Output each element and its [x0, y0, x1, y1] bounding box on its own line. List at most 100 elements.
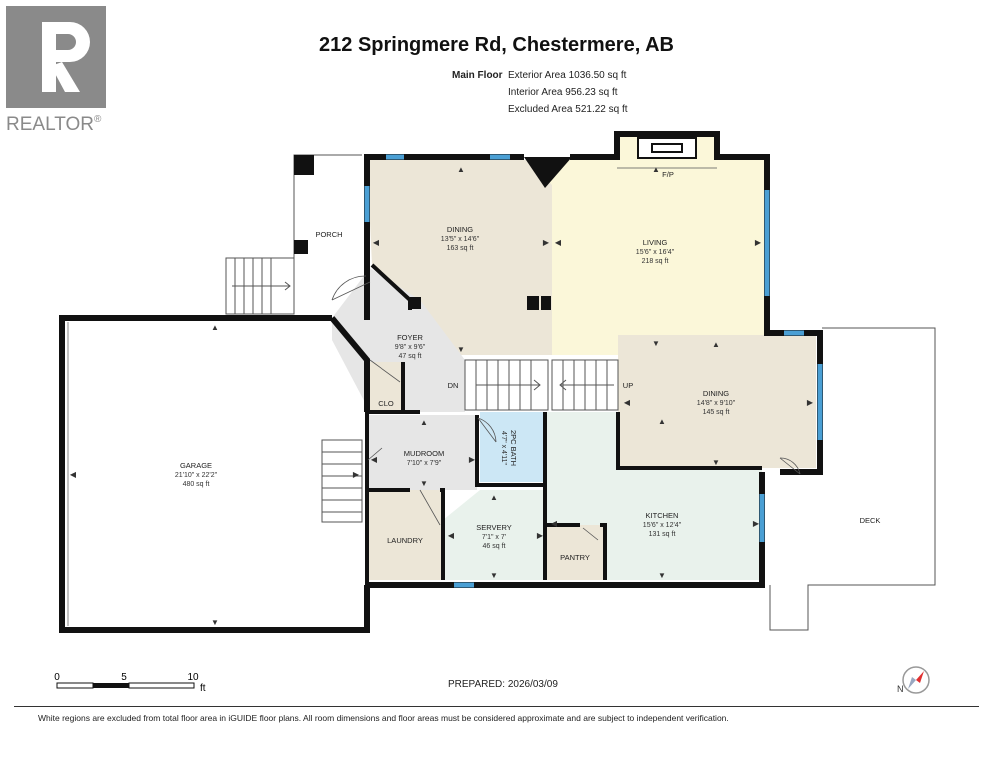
door-swings [331, 275, 801, 541]
svg-text:▶: ▶ [753, 519, 760, 528]
svg-text:◀: ◀ [555, 238, 562, 247]
excluded-area: Excluded Area 521.22 sq ft [508, 104, 628, 115]
pantry-label: PANTRY [560, 553, 590, 562]
svg-text:47 sq ft: 47 sq ft [399, 353, 422, 360]
svg-text:MUDROOM: MUDROOM [404, 449, 444, 458]
realtor-r-mark: REALTOR® [6, 6, 106, 135]
svg-text:▼: ▼ [211, 618, 219, 627]
porch-post [294, 155, 314, 175]
svg-text:15'6" x 12'4": 15'6" x 12'4" [643, 522, 682, 529]
closet-label: CLO [378, 399, 394, 408]
deck-outline [769, 327, 936, 631]
scale-unit: ft [200, 683, 206, 694]
deck-label: DECK [860, 516, 881, 525]
svg-text:SERVERY: SERVERY [476, 523, 512, 532]
svg-text:▼: ▼ [658, 571, 666, 580]
svg-text:▲: ▲ [457, 165, 465, 174]
room-living: LIVING 15'6" x 16'4" 218 sq ft [636, 238, 675, 265]
svg-text:4'7" x 4'11": 4'7" x 4'11" [500, 431, 507, 465]
svg-text:DINING: DINING [447, 225, 473, 234]
svg-text:7'10" x 7'9": 7'10" x 7'9" [407, 460, 442, 467]
svg-text:▼: ▼ [712, 458, 720, 467]
dining-east-fill [618, 335, 816, 468]
porch-post-2 [294, 240, 308, 254]
closet-fill [370, 362, 403, 412]
svg-text:FOYER: FOYER [397, 333, 423, 342]
stairs-down [464, 359, 549, 411]
svg-text:46 sq ft: 46 sq ft [483, 543, 506, 550]
column-3 [410, 297, 421, 309]
windows [364, 154, 823, 588]
svg-text:15'6" x 16'4": 15'6" x 16'4" [636, 249, 675, 256]
compass-north-label: N [897, 684, 904, 694]
svg-text:▲: ▲ [211, 323, 219, 332]
stairs-up-label: UP [623, 381, 633, 390]
svg-text:◀: ◀ [624, 398, 631, 407]
page-title: 212 Springmere Rd, Chestermere, AB [319, 34, 674, 56]
svg-text:▲: ▲ [490, 493, 498, 502]
porch-label: PORCH [315, 230, 342, 239]
svg-text:◀: ◀ [70, 470, 77, 479]
svg-text:◀: ◀ [373, 238, 380, 247]
svg-text:▲: ▲ [658, 417, 666, 426]
svg-text:DINING: DINING [703, 389, 729, 398]
svg-text:◀: ◀ [371, 455, 378, 464]
svg-text:▲: ▲ [712, 340, 720, 349]
scale-tick-5: 5 [121, 672, 127, 683]
fireplace [617, 137, 717, 169]
svg-text:▶: ▶ [537, 531, 544, 540]
svg-text:▼: ▼ [457, 345, 465, 354]
compass-icon: N [897, 666, 930, 694]
svg-text:▲: ▲ [652, 165, 660, 174]
garage-stairs [321, 439, 363, 523]
svg-text:▶: ▶ [353, 470, 360, 479]
svg-text:13'5" x 14'6": 13'5" x 14'6" [441, 236, 480, 243]
room-dining-east: DINING 14'8" x 9'10" 145 sq ft [697, 389, 736, 416]
laundry-fill [367, 490, 443, 580]
footer-divider [14, 706, 979, 707]
room-foyer: FOYER 9'8" x 9'6" 47 sq ft [395, 333, 426, 360]
svg-text:▲: ▲ [420, 418, 428, 427]
svg-text:▼: ▼ [420, 479, 428, 488]
stairs-up [551, 359, 619, 411]
svg-text:9'8" x 9'6": 9'8" x 9'6" [395, 344, 426, 351]
svg-text:21'10" x 22'2": 21'10" x 22'2" [175, 472, 218, 479]
exterior-area: Exterior Area 1036.50 sq ft [508, 70, 627, 81]
scale-tick-10: 10 [187, 672, 199, 683]
room-dining-main: DINING 13'5" x 14'6" 163 sq ft [441, 225, 480, 252]
bath-fill [480, 412, 543, 482]
room-bath: 2PC BATH 4'7" x 4'11" [500, 430, 518, 466]
svg-text:131 sq ft: 131 sq ft [649, 531, 676, 538]
scale-tick-0: 0 [54, 672, 60, 683]
svg-text:◀: ◀ [448, 531, 455, 540]
scale-bar: 0 5 10 ft [54, 672, 206, 694]
svg-text:REALTOR®: REALTOR® [6, 114, 102, 135]
pantry-fill [545, 525, 605, 580]
column-2 [541, 296, 551, 310]
svg-text:▶: ▶ [469, 455, 476, 464]
room-servery: SERVERY 7'1" x 7' 46 sq ft [476, 523, 512, 550]
svg-text:▶: ▶ [807, 398, 814, 407]
svg-text:145 sq ft: 145 sq ft [703, 409, 730, 416]
living-fill [530, 134, 765, 355]
servery-fill [443, 490, 545, 580]
svg-text:480 sq ft: 480 sq ft [183, 481, 210, 488]
svg-text:218 sq ft: 218 sq ft [642, 258, 669, 265]
room-garage: GARAGE 21'10" x 22'2" 480 sq ft [175, 461, 218, 488]
column-1 [527, 296, 539, 310]
disclaimer-text: White regions are excluded from total fl… [38, 713, 729, 723]
dimension-arrows: ▲▼ ◀▶ ▲▼ ◀▶ ▲▼ ◀▶ ▲▼ ◀▶ ▲▼ ◀▶ ▲▼ ◀▶ ▲▼ ◀… [70, 165, 814, 627]
room-kitchen: KITCHEN 15'6" x 12'4" 131 sq ft [643, 511, 682, 538]
floor-label: Main Floor [452, 70, 503, 81]
laundry-label: LAUNDRY [387, 536, 423, 545]
svg-text:7'1" x 7': 7'1" x 7' [482, 534, 506, 541]
svg-text:LIVING: LIVING [643, 238, 668, 247]
kitchen-fill [545, 412, 762, 580]
fireplace-label: F/P [662, 170, 674, 179]
stairs-down-label: DN [448, 381, 459, 390]
porch-stairs [225, 257, 295, 315]
svg-text:KITCHEN: KITCHEN [646, 511, 679, 520]
svg-text:GARAGE: GARAGE [180, 461, 212, 470]
svg-text:163 sq ft: 163 sq ft [447, 245, 474, 252]
